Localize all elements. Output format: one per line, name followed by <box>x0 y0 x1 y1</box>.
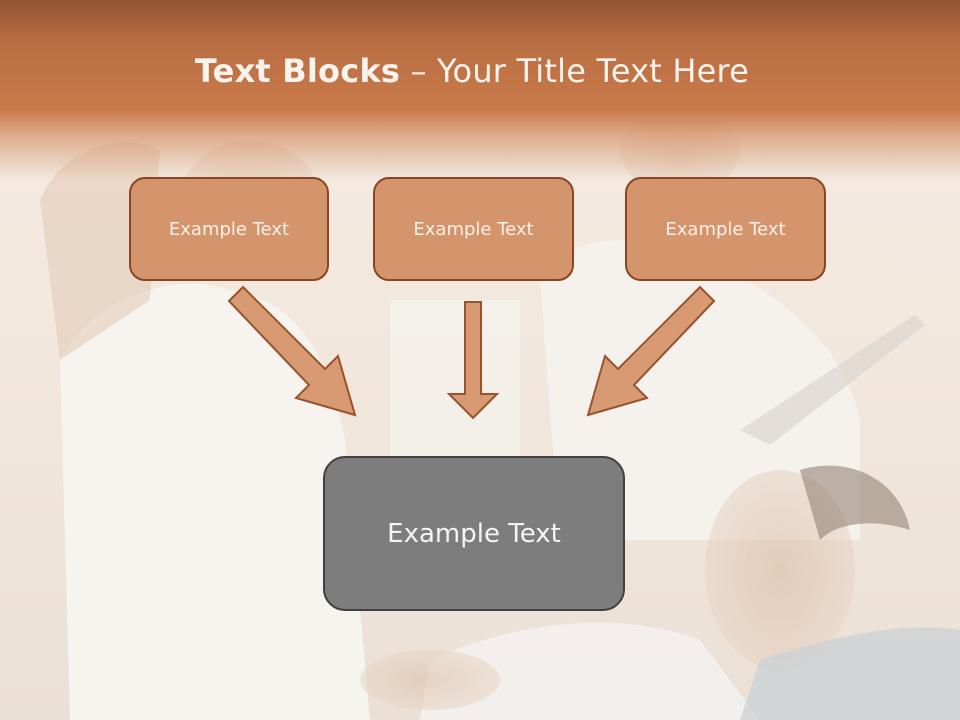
title-rest-part: – Your Title Text Here <box>400 52 750 90</box>
title-band <box>0 0 960 180</box>
text-block-2: Example Text <box>373 177 574 281</box>
text-block-1-label: Example Text <box>168 218 290 240</box>
center-text-block-label: Example Text <box>387 518 561 549</box>
center-text-block: Example Text <box>323 456 625 611</box>
text-block-3-label: Example Text <box>665 218 786 240</box>
text-block-3: Example Text <box>625 177 826 281</box>
title-bold-part: Text Blocks <box>194 52 401 90</box>
text-block-2-label: Example Text <box>413 218 534 240</box>
slide-title: Text Blocks – Your Title Text Here <box>0 52 944 90</box>
text-block-1: Example Text <box>129 177 329 281</box>
